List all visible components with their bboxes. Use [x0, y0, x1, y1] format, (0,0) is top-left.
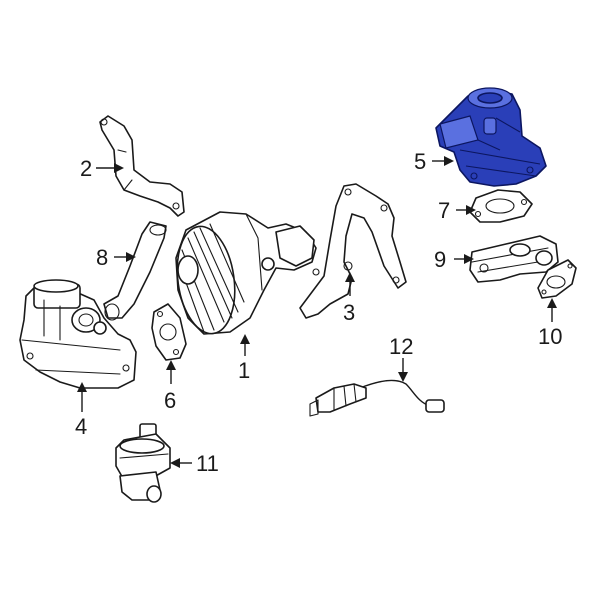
callout-6: 6 [164, 388, 176, 413]
part-6-gasket[interactable] [151, 303, 187, 361]
part-11-solenoid[interactable] [115, 423, 171, 503]
callout-11: 11 [196, 451, 219, 476]
callout-2: 2 [80, 156, 92, 181]
part-3-bracket[interactable] [299, 183, 407, 319]
callout-8: 8 [96, 245, 108, 270]
part-2-bracket[interactable] [99, 115, 185, 217]
part-12-sensor[interactable] [309, 379, 445, 417]
callout-labels: 2 8 4 6 1 3 5 7 9 10 11 12 [75, 149, 562, 476]
callout-3: 3 [343, 300, 355, 325]
leaders [77, 156, 557, 468]
part-1-air-pump[interactable] [171, 211, 317, 337]
callout-7: 7 [438, 198, 450, 223]
callout-4: 4 [75, 414, 87, 439]
callout-12: 12 [389, 334, 413, 359]
part-4-valve[interactable] [19, 279, 137, 389]
callout-1: 1 [238, 358, 250, 383]
callout-10: 10 [538, 324, 562, 349]
part-10-gasket[interactable] [537, 259, 577, 299]
callout-5: 5 [414, 149, 426, 174]
part-5-valve-highlighted[interactable] [435, 87, 547, 187]
part-8-pipe[interactable] [103, 221, 167, 321]
callout-9: 9 [434, 247, 446, 272]
part-7-gasket[interactable] [469, 189, 533, 223]
